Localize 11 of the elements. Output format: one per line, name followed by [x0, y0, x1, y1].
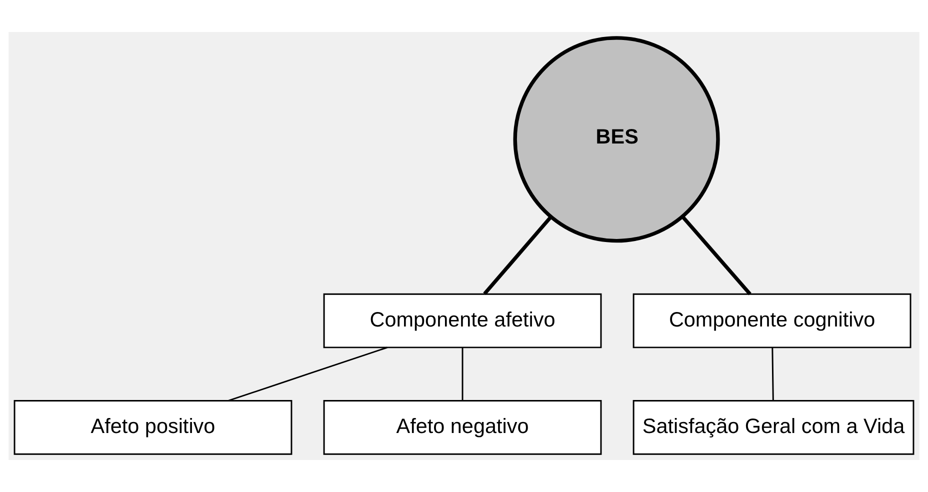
node-box: Afeto negativo	[323, 400, 602, 455]
node-box: Satisfação Geral com a Vida	[632, 400, 914, 455]
connector	[483, 216, 552, 296]
connector	[772, 348, 774, 401]
node-box: Componente cognitivo	[632, 293, 912, 348]
connector	[681, 215, 752, 296]
node-circle: BES	[513, 36, 720, 243]
connector	[228, 346, 388, 402]
connector	[462, 348, 464, 401]
node-box: Componente afetivo	[323, 293, 602, 348]
node-box: Afeto positivo	[14, 400, 292, 455]
